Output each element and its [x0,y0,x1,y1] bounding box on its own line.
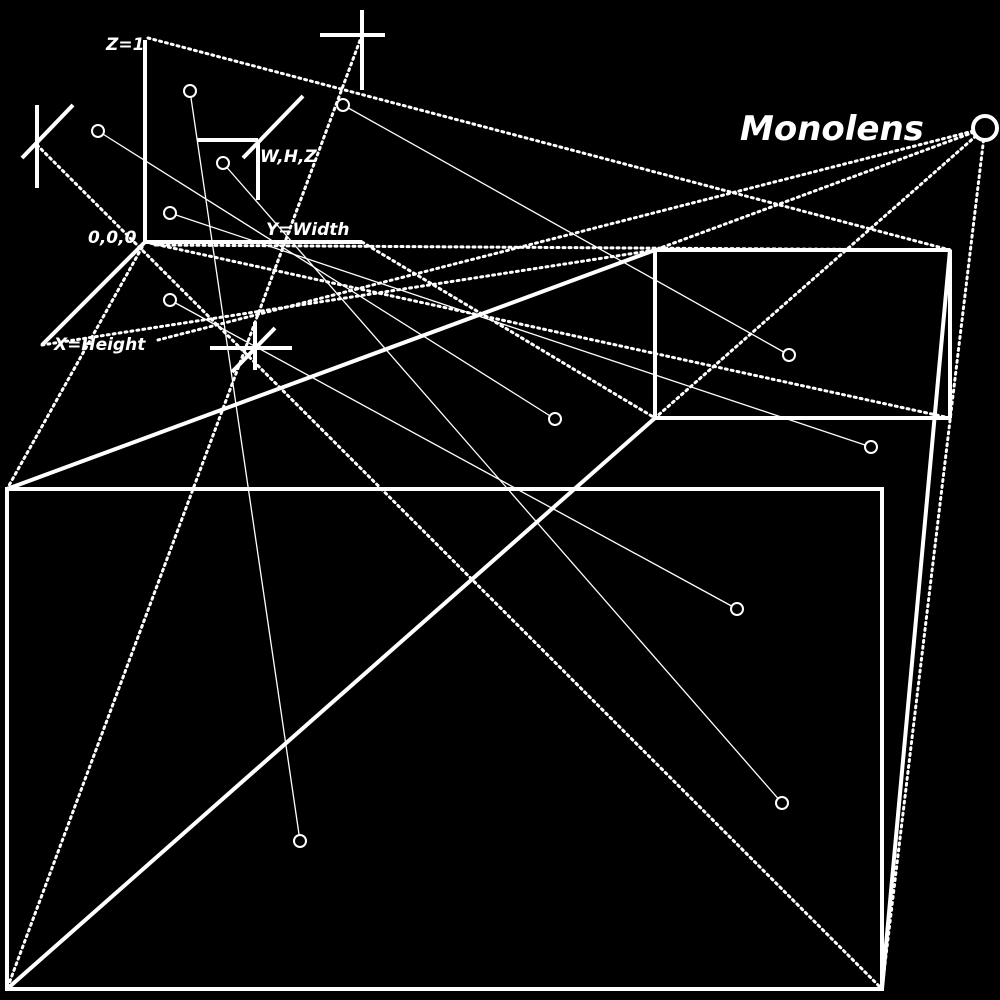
ray-z-top [146,36,952,252]
large-box-front-face [5,487,884,991]
sample-point [163,206,177,220]
ray-x-height [40,248,657,347]
sample-line-6 [169,299,738,610]
ray-lens-floor-right [880,126,987,991]
small-box [653,250,952,420]
ray-top-cross-down [5,33,364,991]
z-axis-label: Z=1 [105,35,144,55]
monolens-point [971,114,999,142]
large-box-inner-diagonal [5,416,657,991]
sample-point [216,156,230,170]
sample-point [336,98,350,112]
sample-lines [97,90,872,842]
cross-marker-left [20,103,75,188]
ray-left-cross-down [35,143,884,991]
y-axis-label: Y=Width [266,220,350,240]
large-box-top-left-edge [6,248,656,491]
sample-point [775,796,789,810]
ray-lens-box-corner [653,126,987,252]
large-box [5,248,952,991]
cross-marker-center [210,322,292,374]
diagram-title: Monolens [740,109,924,149]
ray-y-width [360,240,657,420]
ray-origin-upper [153,243,952,252]
large-box-right-edge [880,249,952,990]
origin-label: 0,0,0 [88,228,137,248]
sample-line-5 [169,212,872,448]
sample-line-2 [97,130,556,420]
sample-point [183,84,197,98]
sample-line-4 [222,162,783,804]
sample-point [91,124,105,138]
axes [40,40,362,347]
sample-point [293,834,307,848]
sample-line-3 [342,104,790,356]
cross-marker-corner [241,94,305,160]
sample-point [782,348,796,362]
sample-point [163,293,177,307]
sample-line-1 [189,90,301,842]
x-axis-label: X=Height [53,335,146,355]
labels: Monolens Z=1 W,H,Z 0,0,0 Y=Width X=Heigh… [53,35,924,355]
ray-origin-box [143,240,952,420]
sample-point [730,602,744,616]
ray-origin-left [5,240,147,491]
sample-point [864,440,878,454]
sample-point [548,412,562,426]
sample-points [91,84,878,848]
x-axis-line [40,240,147,347]
cross-marker-top [320,10,385,90]
projection-lines-dotted [5,33,987,991]
ray-lens-box-bottom [653,126,987,420]
corner-label: W,H,Z [260,147,317,167]
